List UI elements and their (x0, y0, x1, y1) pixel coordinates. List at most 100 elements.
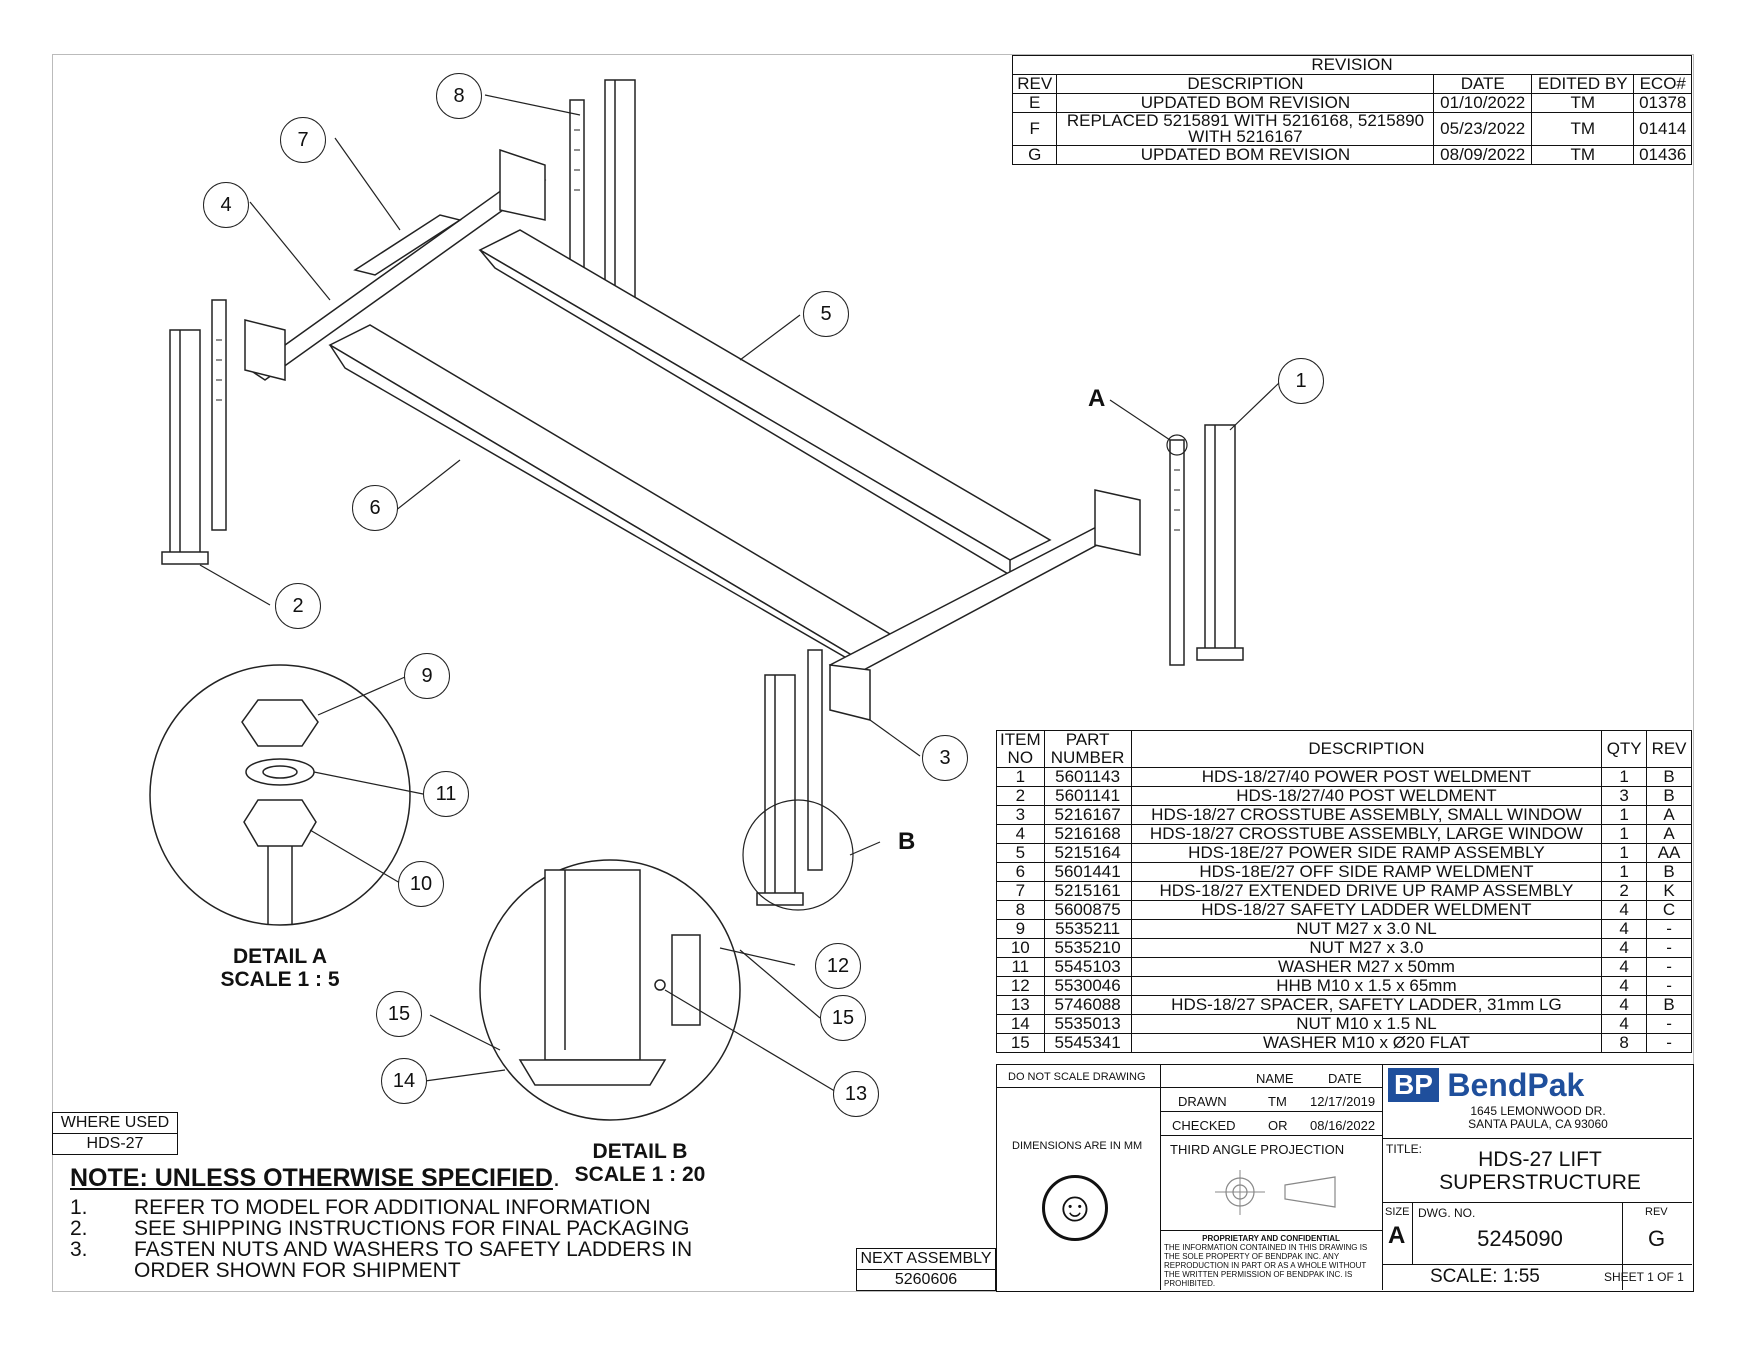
balloon-6: 6 (352, 485, 398, 531)
ramp-off-side (328, 324, 902, 661)
detail-b-marker (742, 799, 854, 911)
next-assembly-label: NEXT ASSEMBLY (856, 1248, 996, 1270)
checked-name: OR (1268, 1118, 1288, 1133)
note-item-1: 1. REFER TO MODEL FOR ADDITIONAL INFORMA… (70, 1196, 651, 1219)
bom-cell: NUT M27 x 3.0 NL (1130, 919, 1603, 939)
bom-cell: 5216167 (1043, 805, 1132, 825)
ramp-power-side (478, 229, 1052, 561)
proprietary-title: PROPRIETARY AND CONFIDENTIAL (1202, 1234, 1340, 1243)
size-label: SIZE (1385, 1206, 1410, 1218)
table-row: G UPDATED BOM REVISION 08/09/2022 TM 014… (1011, 145, 1692, 165)
bom-header-part-number: PART NUMBER (1043, 730, 1132, 768)
third-angle-projection-icon (1215, 1170, 1336, 1215)
bom-header-description: DESCRIPTION (1130, 730, 1603, 768)
bom-cell: 3 (1601, 786, 1648, 806)
smiley-icon: ☺ (1042, 1175, 1108, 1241)
drawing-frame (52, 54, 1694, 1292)
bom-cell: HDS-18E/27 OFF SIDE RAMP WELDMENT (1130, 862, 1603, 882)
title-label: TITLE: (1386, 1142, 1423, 1156)
drawn-date: 12/17/2019 (1310, 1094, 1376, 1109)
bom-cell: 5530046 (1043, 976, 1132, 996)
bom-cell: 8 (1601, 1033, 1648, 1053)
bom-cell: 4 (1601, 1014, 1648, 1034)
note-item-2: 2. SEE SHIPPING INSTRUCTIONS FOR FINAL P… (70, 1217, 690, 1240)
balloon-3: 3 (922, 735, 968, 781)
drawn-name: TM (1268, 1094, 1287, 1109)
bom-cell: 1 (1601, 843, 1648, 863)
bom-cell: 1 (1601, 767, 1648, 787)
detail-a-view (149, 664, 411, 926)
detail-b-ref: B (898, 828, 916, 855)
detail-a-scale: SCALE 1 : 5 (220, 968, 340, 991)
balloon-7: 7 (280, 117, 326, 163)
balloon-2: 2 (275, 583, 321, 629)
bom-cell: 5600875 (1043, 900, 1132, 920)
bom-cell: NUT M10 x 1.5 NL (1130, 1014, 1603, 1034)
safety-ladder-front-right (1169, 439, 1185, 666)
bom-cell: A (1646, 805, 1692, 825)
detail-a-label: DETAIL A SCALE 1 : 5 (190, 945, 370, 991)
bom-cell: HDS-18/27 EXTENDED DRIVE UP RAMP ASSEMBL… (1130, 881, 1603, 901)
bom-header-item: ITEM NO (996, 730, 1045, 768)
proprietary-note: PROPRIETARY AND CONFIDENTIAL THE INFORMA… (1164, 1234, 1378, 1288)
detail-b-view (479, 859, 741, 1121)
bom-cell: HHB M10 x 1.5 x 65mm (1130, 976, 1603, 996)
bom-cell: 4 (1601, 900, 1648, 920)
table-row: E UPDATED BOM REVISION 01/10/2022 TM 013… (1011, 93, 1692, 113)
dwg-label: DWG. NO. (1418, 1206, 1476, 1220)
balloon-12: 12 (815, 943, 861, 989)
projection-label: THIRD ANGLE PROJECTION (1170, 1142, 1345, 1157)
bom-cell: - (1646, 919, 1692, 939)
bom-cell: 6 (996, 862, 1045, 882)
bom-cell: 4 (996, 824, 1045, 844)
bom-cell: 11 (996, 957, 1045, 977)
bom-cell: 4 (1601, 919, 1648, 939)
bom-cell: 14 (996, 1014, 1045, 1034)
bom-cell: 3 (996, 805, 1045, 825)
bom-cell: 4 (1601, 957, 1648, 977)
bom-cell: 13 (996, 995, 1045, 1015)
bom-cell: K (1646, 881, 1692, 901)
bom-cell: WASHER M27 x 50mm (1130, 957, 1603, 977)
bom-table: ITEM NO PART NUMBER DESCRIPTION QTY REV … (996, 730, 1692, 1053)
name-header: NAME (1256, 1071, 1294, 1086)
where-used-label: WHERE USED (52, 1112, 178, 1134)
bom-header-rev: REV (1646, 730, 1692, 768)
detail-b-title: DETAIL B (592, 1140, 688, 1163)
drawn-label: DRAWN (1178, 1094, 1227, 1109)
bom-cell: HDS-18/27/40 POST WELDMENT (1130, 786, 1603, 806)
notes-section: NOTE: UNLESS OTHERWISE SPECIFIED. 1. REF… (70, 1164, 770, 1281)
bom-cell: 1 (1601, 862, 1648, 882)
bom-cell: HDS-18/27 CROSSTUBE ASSEMBLY, SMALL WIND… (1130, 805, 1603, 825)
dimensions-note: DIMENSIONS ARE IN MM (1012, 1140, 1143, 1152)
revision-table: REVISION REV DESCRIPTION DATE EDITED BY … (1011, 55, 1692, 165)
balloon-1: 1 (1278, 358, 1324, 404)
table-row: F REPLACED 5215891 WITH 5216168, 5215890… (1011, 112, 1692, 146)
rev-label: REV (1645, 1206, 1668, 1218)
bom-cell: 5216168 (1043, 824, 1132, 844)
checked-label: CHECKED (1172, 1118, 1236, 1133)
bom-cell: 5746088 (1043, 995, 1132, 1015)
company-address: 1645 LEMONWOOD DR. SANTA PAULA, CA 93060 (1468, 1104, 1608, 1131)
bom-cell: B (1646, 995, 1692, 1015)
bom-cell: - (1646, 1014, 1692, 1034)
bom-cell: B (1646, 786, 1692, 806)
scale-value: SCALE: 1:55 (1430, 1266, 1540, 1287)
bom-cell: C (1646, 900, 1692, 920)
balloon-13: 13 (833, 1071, 879, 1117)
balloon-15: 15 (376, 991, 422, 1037)
where-used-value: HDS-27 (52, 1133, 178, 1155)
balloon-15: 15 (820, 995, 866, 1041)
bom-cell: 10 (996, 938, 1045, 958)
next-assembly-value: 5260606 (856, 1269, 996, 1291)
do-not-scale: DO NOT SCALE DRAWING (1008, 1071, 1146, 1083)
size-value: A (1388, 1222, 1406, 1249)
bom-cell: 1 (996, 767, 1045, 787)
